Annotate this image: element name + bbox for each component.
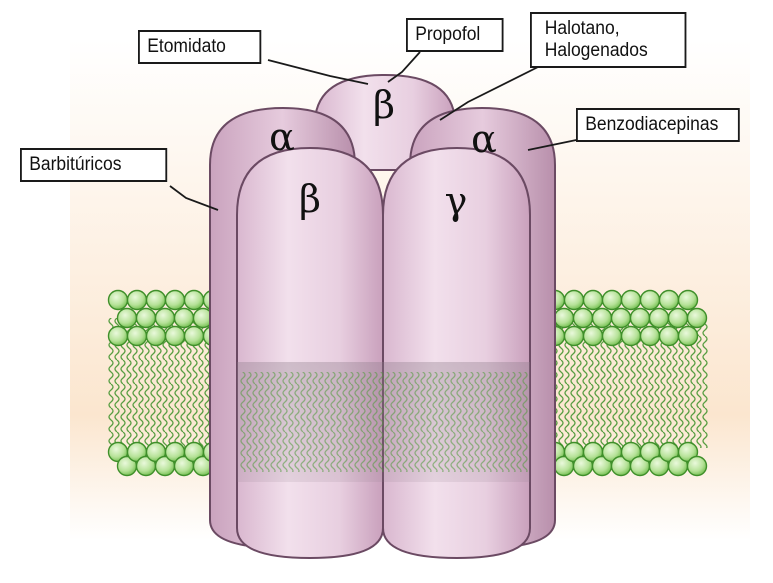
lipid-head — [603, 291, 622, 310]
gabaa-receptor: β α α β γ — [210, 75, 555, 558]
lipid-head — [175, 309, 194, 328]
lipid-head — [565, 291, 584, 310]
lipid-head — [584, 327, 603, 346]
lipid-head — [156, 309, 175, 328]
lipid-head — [185, 327, 204, 346]
lipid-head — [128, 327, 147, 346]
lipid-head — [688, 457, 707, 476]
lipid-head — [584, 291, 603, 310]
lipid-head — [128, 291, 147, 310]
lipid-head — [612, 309, 631, 328]
label-etomidato: Etomidato — [138, 30, 261, 64]
lipid-head — [118, 309, 137, 328]
label-propofol: Propofol — [406, 18, 504, 52]
lipid-head — [555, 309, 574, 328]
lipid-head — [660, 291, 679, 310]
lipid-head — [166, 291, 185, 310]
lipid-head — [565, 327, 584, 346]
membrane-tails-overlay — [240, 372, 528, 472]
subunit-label-front-beta: β — [299, 177, 321, 221]
label-barbituricos: Barbitúricos — [20, 148, 167, 182]
lipid-head — [574, 309, 593, 328]
lipid-head — [650, 309, 669, 328]
lipid-head — [688, 309, 707, 328]
lipid-head — [622, 291, 641, 310]
label-etomidato-text: Etomidato — [147, 36, 252, 58]
lipid-head — [660, 327, 679, 346]
subunit-label-back-beta: β — [373, 83, 395, 127]
label-propofol-text: Propofol — [415, 24, 494, 46]
label-halotano: Halotano, Halogenados — [530, 12, 686, 68]
lipid-head — [147, 327, 166, 346]
label-halotano-line1: Halotano, — [545, 18, 677, 40]
label-benzodiacepinas: Benzodiacepinas — [576, 108, 740, 142]
label-barbituricos-text: Barbitúricos — [29, 154, 158, 176]
lipid-head — [185, 291, 204, 310]
label-benzodiacepinas-text: Benzodiacepinas — [585, 114, 730, 136]
subunit-label-front-gamma: γ — [445, 179, 468, 223]
lipid-head — [137, 309, 156, 328]
label-halotano-line2: Halogenados — [545, 40, 677, 62]
lipid-head — [603, 327, 622, 346]
lipid-head — [679, 327, 698, 346]
subunit-label-right-alpha: α — [471, 117, 497, 161]
lipid-head — [679, 291, 698, 310]
lipid-head — [109, 291, 128, 310]
lipid-head — [669, 309, 688, 328]
lipid-head — [593, 309, 612, 328]
subunit-label-left-alpha: α — [269, 115, 295, 159]
lipid-head — [631, 309, 650, 328]
lipid-head — [147, 291, 166, 310]
lipid-head — [641, 291, 660, 310]
lipid-head — [109, 327, 128, 346]
lipid-head — [641, 327, 660, 346]
lipid-head — [622, 327, 641, 346]
lipid-head — [166, 327, 185, 346]
